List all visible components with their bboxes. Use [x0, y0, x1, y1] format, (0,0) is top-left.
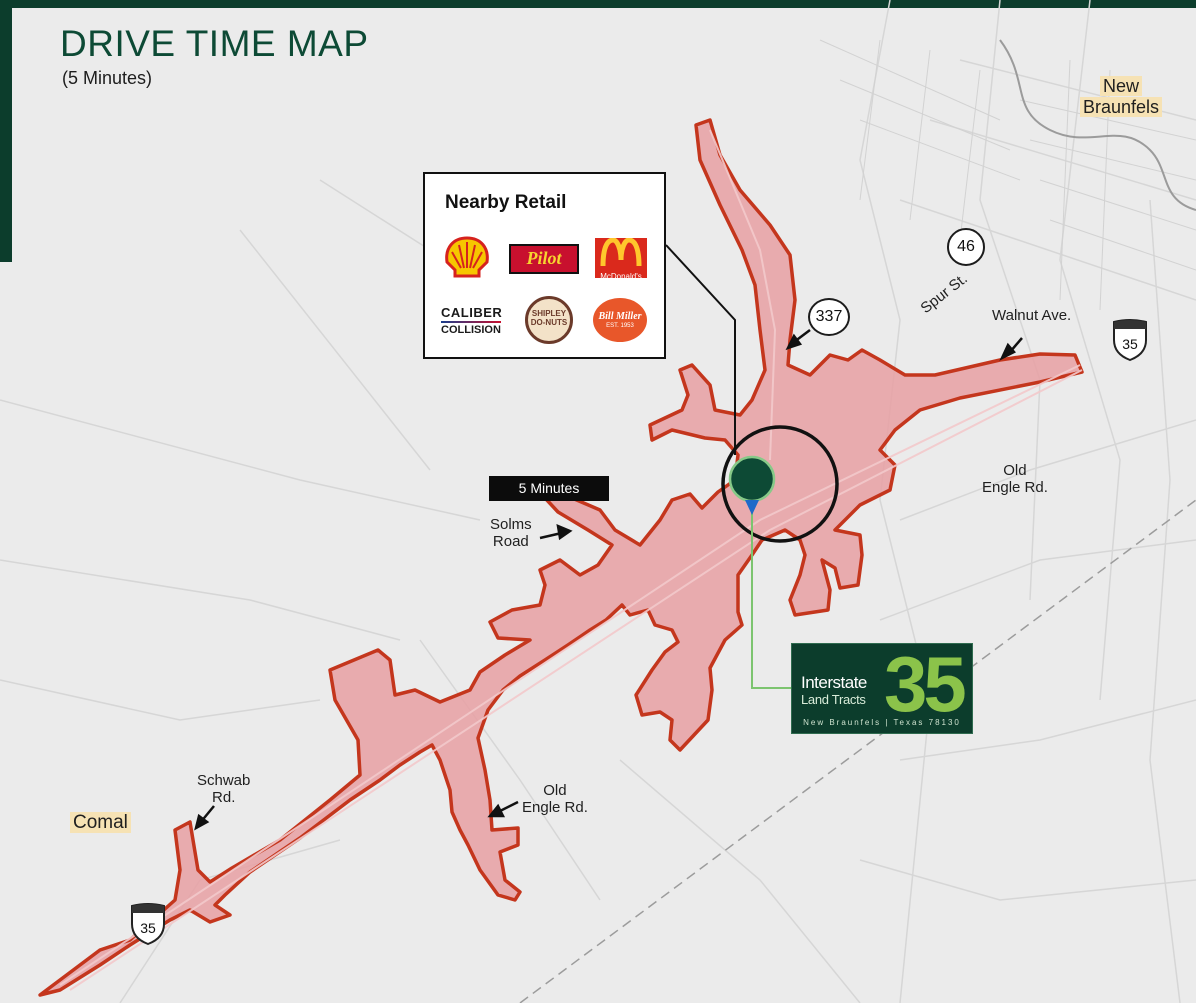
retail-connector	[665, 244, 736, 455]
new-braunfels-line1: New	[1100, 76, 1143, 96]
old-engle-east-line1: Old	[1003, 462, 1027, 479]
brand-number: 35	[884, 640, 967, 728]
interstate-35-shield-west-icon: 35	[131, 903, 165, 946]
header-left-band	[0, 0, 12, 262]
site-radius-ring	[721, 425, 839, 543]
river	[999, 39, 1196, 211]
label-arrows	[194, 329, 1023, 831]
brand-footer: New Braunfels | Texas 78130	[803, 718, 961, 727]
mcdonalds-logo-icon: McDonald's	[595, 237, 647, 281]
bill-miller-logo-icon: Bill Miller EST. 1953	[593, 298, 647, 342]
place-label-comal: Comal	[70, 812, 131, 833]
street-label-old-engle-south: Old Engle Rd.	[522, 782, 588, 816]
page-subtitle: (5 Minutes)	[62, 68, 153, 88]
golden-arches-icon	[600, 237, 642, 267]
railroad	[519, 499, 1196, 1003]
route-46-marker: 46	[947, 228, 985, 266]
schwab-line2: Rd.	[212, 789, 236, 806]
new-braunfels-line2: Braunfels	[1080, 97, 1163, 117]
pilot-logo-label: Pilot	[526, 248, 562, 268]
pilot-logo-icon: Pilot	[509, 244, 579, 274]
interstate-35-shield-east-icon: 35	[1113, 319, 1147, 362]
old-engle-east-line2: Engle Rd.	[982, 479, 1048, 496]
site-pin-tip-icon	[745, 500, 759, 515]
highway-lines	[59, 129, 1083, 991]
page-title: DRIVE TIME MAP	[60, 23, 369, 64]
street-label-walnut: Walnut Ave.	[992, 307, 1072, 324]
shipley-logo-label: SHIPLEY	[531, 309, 567, 318]
brand-line1: Interstate	[801, 673, 867, 692]
header-band	[0, 0, 1196, 8]
street-label-solms: Solms Road	[490, 516, 532, 550]
comal-label: Comal	[70, 812, 131, 833]
solms-line2: Road	[492, 533, 529, 550]
schwab-line1: Schwab	[197, 772, 251, 789]
mcdonalds-logo-label: McDonald's	[600, 272, 642, 281]
brand-line2: Land Tracts	[801, 692, 866, 707]
interstate-35-west-label: 35	[140, 920, 156, 936]
bill-miller-logo-sublabel: EST. 1953	[606, 323, 634, 329]
drive-time-badge: 5 Minutes	[489, 476, 609, 501]
solms-line1: Solms	[490, 516, 532, 533]
old-engle-south-line2: Engle Rd.	[522, 799, 588, 816]
retail-panel-title: Nearby Retail	[445, 192, 567, 213]
place-label-new-braunfels: New Braunfels	[1080, 76, 1163, 118]
caliber-logo-label: CALIBER	[441, 305, 503, 320]
street-label-old-engle-east: Old Engle Rd.	[982, 462, 1048, 496]
site-pin[interactable]	[728, 455, 776, 503]
shell-logo-icon	[445, 236, 489, 278]
shipley-logo-icon: SHIPLEY DO-NUTS	[525, 296, 573, 344]
nearby-retail-panel: Nearby Retail Pilot McDonald's CALIBER C…	[423, 172, 666, 359]
drive-time-area	[38, 118, 1084, 997]
street-label-schwab: Schwab Rd.	[197, 772, 250, 806]
bill-miller-logo-label: Bill Miller	[598, 311, 642, 322]
old-engle-south-line1: Old	[543, 782, 567, 799]
caliber-logo-icon: CALIBER COLLISION	[441, 305, 503, 336]
shipley-logo-sublabel: DO-NUTS	[530, 318, 568, 327]
interstate-35-east-label: 35	[1122, 336, 1138, 352]
interstate-35-land-tracts-logo: Interstate Land Tracts 35 New Braunfels …	[791, 640, 973, 734]
caliber-logo-sublabel: COLLISION	[441, 324, 501, 336]
caliber-logo-stripe	[441, 321, 501, 323]
route-337-marker: 337	[808, 298, 850, 336]
brand-connector	[751, 510, 793, 689]
